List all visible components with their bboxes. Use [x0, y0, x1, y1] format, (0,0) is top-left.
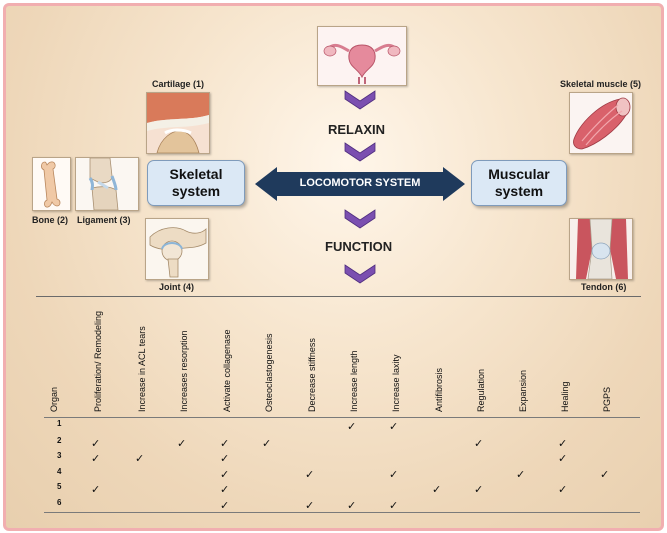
row-label: 5: [57, 482, 62, 491]
column-header: Increases resorption: [179, 330, 189, 412]
row-header-organ: Organ: [49, 386, 59, 412]
check-mark-icon: ✓: [389, 500, 399, 512]
divider-line: [36, 296, 641, 297]
tendon-image: [569, 218, 633, 280]
check-mark-icon: ✓: [600, 469, 610, 481]
skeletal-muscle-image: [569, 92, 633, 154]
check-mark-icon: ✓: [91, 453, 101, 465]
column-header: Healing: [560, 381, 570, 412]
check-mark-icon: ✓: [135, 453, 145, 465]
check-mark-icon: ✓: [220, 438, 230, 450]
cartilage-image: [146, 92, 210, 154]
check-mark-icon: ✓: [516, 469, 526, 481]
uterus-image: [317, 26, 407, 86]
check-mark-icon: ✓: [305, 500, 315, 512]
locomotor-double-arrow: [255, 167, 465, 201]
row-label: 1: [57, 419, 62, 428]
locomotor-label: LOCOMOTOR SYSTEM: [299, 177, 421, 189]
check-mark-icon: ✓: [305, 469, 315, 481]
column-header: Decrease stiffness: [307, 338, 317, 412]
check-mark-icon: ✓: [177, 438, 187, 450]
check-mark-icon: ✓: [347, 421, 357, 433]
check-mark-icon: ✓: [220, 453, 230, 465]
cartilage-caption: Cartilage (1): [152, 79, 205, 89]
ligament-caption: Ligament (3): [77, 215, 131, 225]
chevron-down-icon: [344, 90, 376, 110]
check-mark-icon: ✓: [558, 453, 568, 465]
function-label: FUNCTION: [325, 239, 393, 254]
column-header: Activate collagenase: [222, 329, 232, 412]
check-mark-icon: ✓: [91, 438, 101, 450]
check-mark-icon: ✓: [220, 484, 230, 496]
column-header: Increase laxity: [391, 354, 401, 412]
check-mark-icon: ✓: [220, 500, 230, 512]
column-header: Increase length: [349, 350, 359, 412]
row-label: 2: [57, 436, 62, 445]
check-mark-icon: ✓: [220, 469, 230, 481]
table-header-rule: [44, 417, 640, 418]
ligament-image: [75, 157, 139, 211]
tendon-caption: Tendon (6): [581, 282, 627, 292]
muscular-system-box: Muscular system: [471, 160, 567, 206]
check-mark-icon: ✓: [262, 438, 272, 450]
row-label: 6: [57, 498, 62, 507]
check-mark-icon: ✓: [389, 469, 399, 481]
row-label: 3: [57, 451, 62, 460]
check-mark-icon: ✓: [558, 484, 568, 496]
bone-caption: Bone (2): [32, 215, 68, 225]
bone-image: [32, 157, 71, 211]
chevron-down-icon: [344, 142, 376, 162]
check-mark-icon: ✓: [474, 438, 484, 450]
skeletal-muscle-caption: Skeletal muscle (5): [560, 79, 642, 89]
check-mark-icon: ✓: [432, 484, 442, 496]
joint-image: [145, 218, 209, 280]
column-header: Increase in ACL tears: [137, 326, 147, 412]
row-label: 4: [57, 467, 62, 476]
relaxin-label: RELAXIN: [328, 122, 386, 137]
check-mark-icon: ✓: [389, 421, 399, 433]
chevron-down-icon: [344, 264, 376, 284]
skeletal-system-box: Skeletal system: [147, 160, 245, 206]
chevron-down-icon: [344, 209, 376, 229]
check-mark-icon: ✓: [474, 484, 484, 496]
column-header: Regulation: [476, 368, 486, 412]
column-header: Antifibrosis: [434, 367, 444, 412]
check-mark-icon: ✓: [558, 438, 568, 450]
table-bottom-rule: [44, 512, 640, 513]
column-header: Osteoclastogenesis: [264, 333, 274, 412]
column-header: Expansion: [518, 369, 528, 412]
joint-caption: Joint (4): [159, 282, 194, 292]
check-mark-icon: ✓: [91, 484, 101, 496]
column-header: PGPS: [602, 386, 612, 412]
check-mark-icon: ✓: [347, 500, 357, 512]
figure-frame: RELAXIN LOCOMOTOR SYSTEM FUNCTION Skelet…: [3, 3, 664, 531]
column-header: Proliferation/ Remodeling: [93, 310, 103, 412]
